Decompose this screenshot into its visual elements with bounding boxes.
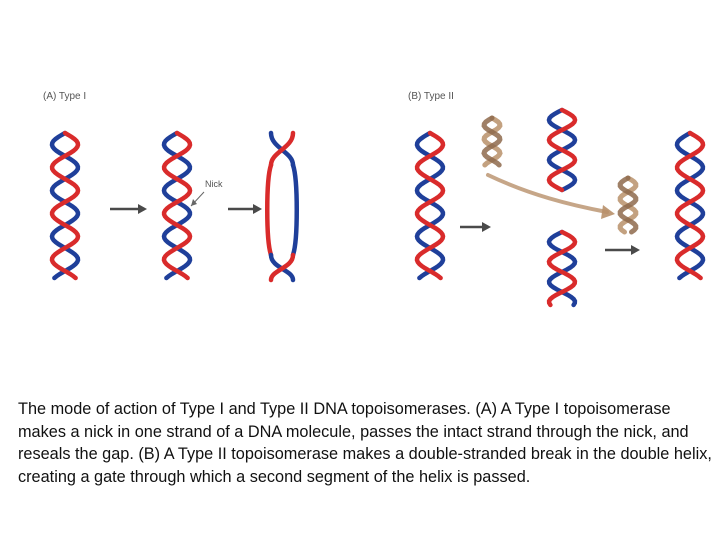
arrow-b2 [605, 245, 640, 255]
helix-b-final [674, 130, 706, 281]
relaxed-blue-side [290, 162, 299, 258]
arrow-a1-head [138, 204, 147, 214]
helix-a-relaxed [265, 130, 299, 283]
helix-b-lower-segment [546, 229, 578, 308]
nick-pointer-head [191, 199, 197, 206]
arrow-b1-head [482, 222, 491, 232]
panel-b-label: (B) Type II [408, 91, 454, 102]
helix-b-upper-segment [546, 107, 578, 193]
relaxed-red-top [268, 130, 296, 168]
helix-a-initial [49, 130, 81, 281]
figure-caption: The mode of action of Type I and Type II… [18, 400, 712, 486]
passing-helix-segment [481, 115, 639, 235]
helix-b-initial [414, 130, 446, 281]
tan-fragment-upper-a [481, 115, 503, 168]
arrow-a2-head [253, 204, 262, 214]
helix-b-upper-segment-red-strand [546, 107, 578, 193]
helix-b-lower-segment-red-strand [546, 229, 578, 308]
helix-a-nicked [161, 130, 193, 281]
tan-motion-arrow [486, 173, 609, 214]
tan-motion-arrow-head [601, 205, 615, 219]
arrow-a2 [228, 204, 262, 214]
arrow-a1 [110, 204, 147, 214]
panel-a-label: (A) Type I [43, 91, 87, 102]
helix-a-nicked-red-strand [161, 130, 193, 281]
relaxed-red-side [265, 162, 274, 258]
nick-label: Nick [205, 179, 223, 189]
topoisomerase-figure: (A) Type I (B) Type II Nick [43, 91, 706, 308]
helix-a-initial-red-strand [49, 130, 81, 281]
arrow-b1 [460, 222, 491, 232]
arrow-b2-head [631, 245, 640, 255]
helix-b-final-red-strand [674, 130, 706, 281]
tan-fragment-lower-b [617, 175, 639, 235]
helix-b-initial-red-strand [414, 130, 446, 281]
tan-fragment-upper-b [481, 115, 503, 168]
diagram-svg [49, 107, 706, 308]
relaxed-red-bottom [268, 252, 296, 283]
